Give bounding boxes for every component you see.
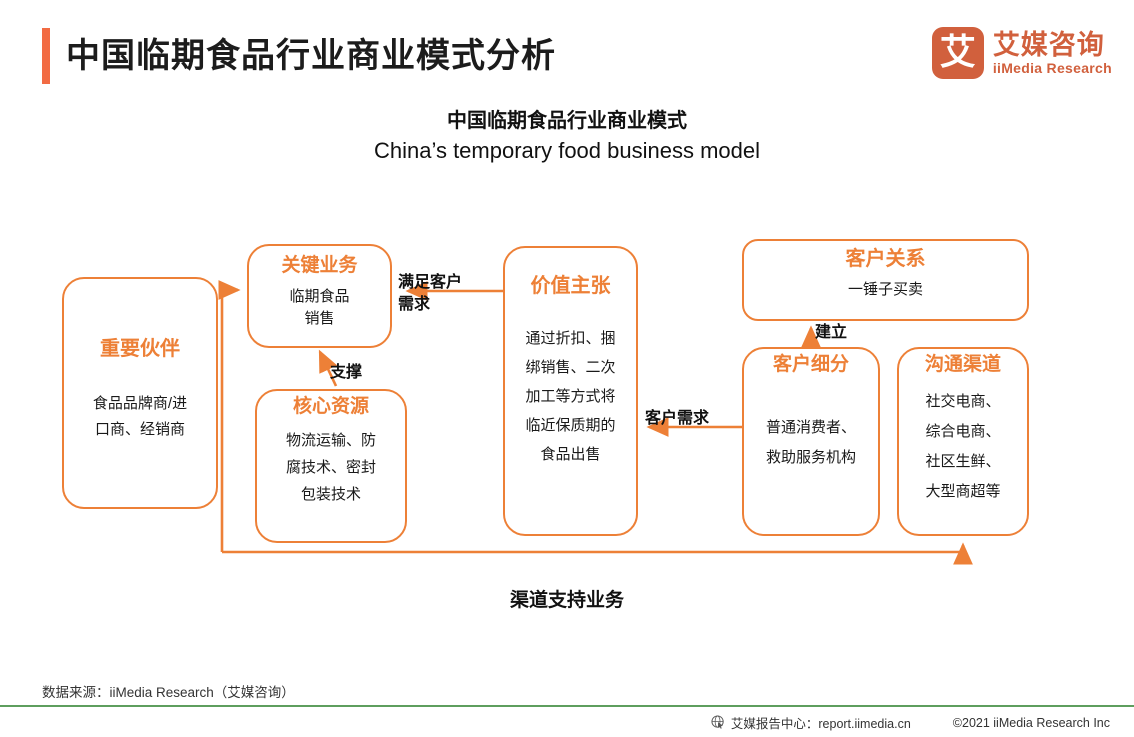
node-title: 重要伙伴 — [100, 338, 180, 360]
logo-name-en: iiMedia Research — [992, 60, 1112, 76]
chart-subtitle: 中国临期食品行业商业模式 China’s temporary food busi… — [0, 108, 1134, 166]
footer-divider — [0, 705, 1134, 707]
node-title: 核心资源 — [292, 396, 369, 417]
edge-label-satisfy-customer-demand: 满足客户需求 — [398, 274, 463, 313]
node-body: 社交电商、综合电商、社区生鲜、大型商超等 — [925, 393, 1001, 500]
chart-subtitle-cn: 中国临期食品行业商业模式 — [447, 110, 687, 132]
node-body: 普通消费者、救助服务机构 — [765, 419, 856, 466]
node-body: 临期食品销售 — [289, 288, 350, 327]
edge-label-customer-need: 客户需求 — [645, 410, 710, 427]
globe-cursor-icon — [711, 715, 726, 730]
edge-label-build: 建立 — [815, 324, 848, 341]
node-customer-relationship[interactable]: 客户关系 一锤子买卖 — [742, 239, 1029, 321]
logo-mark-icon: 艾 — [931, 27, 984, 79]
brand-logo: 艾 艾媒咨询 iiMedia Research — [931, 24, 1112, 82]
node-key-activities[interactable]: 关键业务 临期食品销售 — [247, 244, 392, 348]
report-center-link[interactable]: 艾媒报告中心：report.iimedia.cn — [711, 713, 911, 732]
copyright-text: ©2021 iiMedia Research Inc — [953, 716, 1110, 730]
node-body: 一锤子买卖 — [847, 281, 923, 298]
node-important-partners[interactable]: 重要伙伴 食品品牌商/进口商、经销商 — [62, 277, 218, 509]
footer-bar: 艾媒报告中心：report.iimedia.cn ©2021 iiMedia R… — [0, 708, 1134, 737]
page-title: 中国临期食品行业商业模式分析 — [66, 37, 556, 75]
logo-wordmark: 艾媒咨询 iiMedia Research — [993, 30, 1112, 76]
node-body: 食品品牌商/进口商、经销商 — [92, 395, 188, 438]
node-title: 关键业务 — [281, 255, 358, 276]
chart-subtitle-en: China’s temporary food business model — [373, 138, 761, 163]
data-source-text: 数据来源：iiMedia Research（艾媒咨询） — [42, 685, 295, 700]
node-core-resources[interactable]: 核心资源 物流运输、防腐技术、密封包装技术 — [255, 389, 407, 543]
node-body: 通过折扣、捆绑销售、二次加工等方式将临近保质期的食品出售 — [525, 330, 616, 463]
edge-label-support: 支撑 — [330, 364, 363, 381]
node-communication-channels[interactable]: 沟通渠道 社交电商、综合电商、社区生鲜、大型商超等 — [897, 347, 1029, 536]
node-title: 客户关系 — [845, 248, 926, 270]
node-body: 物流运输、防腐技术、密封包装技术 — [285, 432, 376, 503]
node-title: 沟通渠道 — [924, 354, 1001, 375]
title-accent-bar — [42, 28, 50, 84]
copyright-label: ©2021 iiMedia Research Inc — [952, 715, 1110, 730]
report-center-label: 艾媒报告中心：report.iimedia.cn — [730, 717, 911, 731]
node-title: 价值主张 — [530, 275, 611, 297]
node-title: 客户细分 — [772, 354, 849, 375]
node-value-proposition[interactable]: 价值主张 通过折扣、捆绑销售、二次加工等方式将临近保质期的食品出售 — [503, 246, 638, 536]
edge-label-channel-support-business: 渠道支持业务 — [509, 590, 624, 611]
node-customer-segments[interactable]: 客户细分 普通消费者、救助服务机构 — [742, 347, 880, 536]
logo-name-cn: 艾媒咨询 — [992, 30, 1105, 60]
